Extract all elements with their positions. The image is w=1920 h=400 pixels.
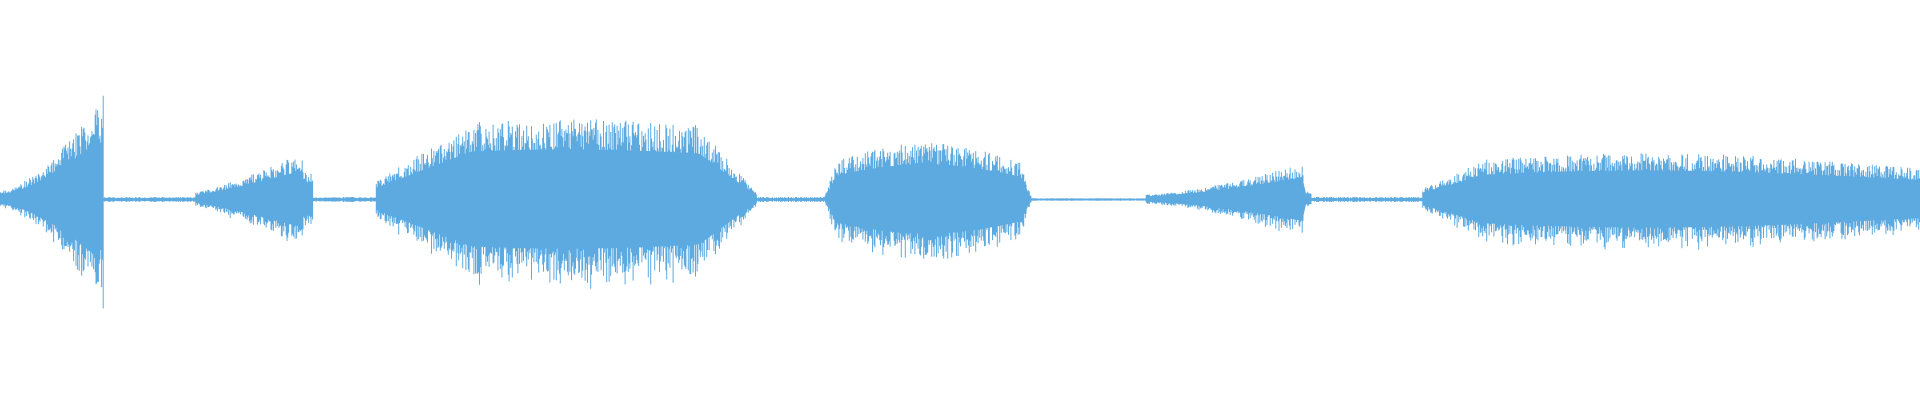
waveform-segment-1 (0, 137, 100, 261)
waveform-bars (0, 95, 1920, 309)
waveform-segment-5 (1146, 177, 1311, 221)
waveform-segment-6 (1422, 170, 1919, 228)
waveform-segment-3 (376, 149, 757, 249)
waveform-segment-2 (195, 171, 312, 227)
waveform-segment-4 (823, 164, 1028, 234)
